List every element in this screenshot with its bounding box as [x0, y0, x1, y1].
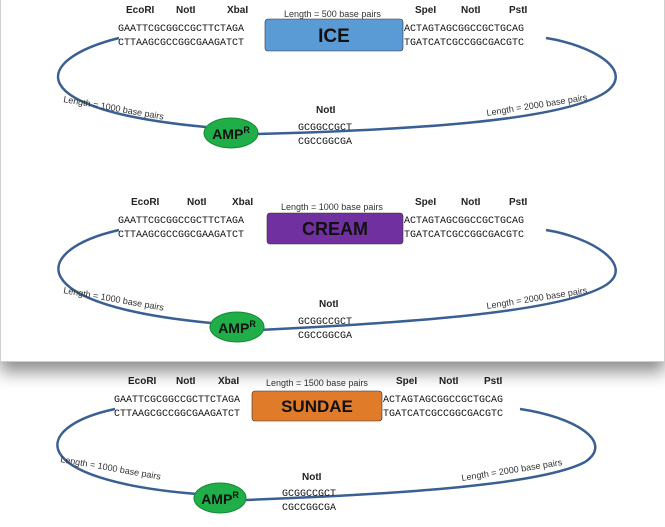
site-ecori: EcoRI [131, 197, 160, 208]
site-xbai: XbaI [218, 376, 239, 387]
insert-label: SUNDAE [281, 397, 353, 416]
site-labels-left: EcoRI NotI XbaI [126, 5, 248, 16]
noti-seq-bottom: CGCCGGCGA [298, 137, 352, 148]
backbone-left [56, 407, 198, 496]
noti-seq-bottom: CGCCGGCGA [298, 331, 352, 342]
insert-box [264, 18, 404, 52]
lower-panel: EcoRI NotI XbaI SpeI NotI PstI Length = … [0, 362, 665, 527]
backbone-left-length: Length = 1000 base pairs [63, 285, 166, 313]
insert-box [251, 390, 383, 422]
seq-right-bottom: TGATCATCGCCGGCGACGTC [404, 230, 524, 241]
site-ecori: EcoRI [126, 5, 155, 16]
noti-seq-top: GCGGCCGCT [298, 317, 352, 328]
amp-label: AMPR [212, 125, 250, 142]
site-labels-left: EcoRI NotI XbaI [128, 376, 239, 387]
site-labels-left: EcoRI NotI XbaI [131, 197, 253, 208]
site-spei: SpeI [415, 5, 436, 16]
noti-seq-top: GCGGCCGCT [282, 489, 336, 500]
upper-panel: EcoRI NotI XbaI SpeI NotI PstI Length = … [0, 0, 665, 362]
insert-label: ICE [318, 26, 350, 47]
backbone-right [256, 36, 617, 136]
insert-length: Length = 1000 base pairs [281, 202, 383, 212]
site-spei: SpeI [396, 376, 417, 387]
insert-length: Length = 500 base pairs [284, 9, 381, 19]
amp-label: AMPR [201, 490, 239, 507]
backbone-right-length: Length = 2000 base pairs [461, 457, 564, 483]
backbone-right [244, 407, 597, 502]
seq-left-top: GAATTCGCGGCCGCTTCTAGA [118, 216, 244, 227]
amp-marker [203, 117, 259, 149]
site-psti: PstI [509, 197, 528, 208]
insert-label: CREAM [302, 219, 368, 239]
seq-right-top: ACTAGTAGCGGCCGCTGCAG [404, 24, 524, 35]
insert-box [266, 212, 404, 245]
noti-seq-bottom: CGCCGGCGA [282, 503, 336, 514]
noti-label: NotI [319, 299, 339, 310]
seq-right-bottom: TGATCATCGCCGGCGACGTC [383, 409, 503, 420]
backbone-right [258, 228, 617, 332]
noti-label: NotI [302, 472, 322, 483]
noti-label: NotI [316, 105, 336, 116]
site-labels-right: SpeI NotI PstI [415, 5, 528, 16]
site-spei: SpeI [415, 197, 436, 208]
noti-seq-top: GCGGCCGCT [298, 123, 352, 134]
site-ecori: EcoRI [128, 376, 157, 387]
site-labels-right: SpeI NotI PstI [415, 197, 528, 208]
seq-left-top: GAATTCGCGGCCGCTTCTAGA [118, 24, 244, 35]
site-psti: PstI [484, 376, 503, 387]
plasmid-ice: EcoRI NotI XbaI SpeI NotI PstI Length = … [56, 5, 617, 149]
insert-length: Length = 1500 base pairs [266, 378, 368, 388]
backbone-left [57, 228, 212, 325]
plasmid-sundae: EcoRI NotI XbaI SpeI NotI PstI Length = … [56, 376, 597, 514]
site-noti-left: NotI [176, 5, 196, 16]
amp-marker [193, 482, 247, 514]
site-labels-right: SpeI NotI PstI [396, 376, 503, 387]
seq-left-bottom: CTTAAGCGCCGGCGAAGATCT [118, 230, 244, 241]
site-psti: PstI [509, 5, 528, 16]
site-noti-right: NotI [461, 5, 481, 16]
backbone-left-length: Length = 1000 base pairs [63, 94, 166, 122]
site-noti-right: NotI [461, 197, 481, 208]
seq-left-bottom: CTTAAGCGCCGGCGAAGATCT [118, 38, 244, 49]
site-xbai: XbaI [227, 5, 248, 16]
seq-right-top: ACTAGTAGCGGCCGCTGCAG [383, 395, 503, 406]
seq-left-top: GAATTCGCGGCCGCTTCTAGA [114, 395, 240, 406]
site-noti-left: NotI [176, 376, 196, 387]
backbone-left [56, 36, 207, 129]
site-xbai: XbaI [232, 197, 253, 208]
seq-right-bottom: TGATCATCGCCGGCGACGTC [404, 38, 524, 49]
site-noti-right: NotI [439, 376, 459, 387]
seq-right-top: ACTAGTAGCGGCCGCTGCAG [404, 216, 524, 227]
amp-marker [209, 311, 265, 343]
site-noti-left: NotI [187, 197, 207, 208]
seq-left-bottom: CTTAAGCGCCGGCGAAGATCT [114, 409, 240, 420]
amp-label: AMPR [218, 319, 256, 336]
plasmid-cream: EcoRI NotI XbaI SpeI NotI PstI Length = … [57, 197, 617, 343]
